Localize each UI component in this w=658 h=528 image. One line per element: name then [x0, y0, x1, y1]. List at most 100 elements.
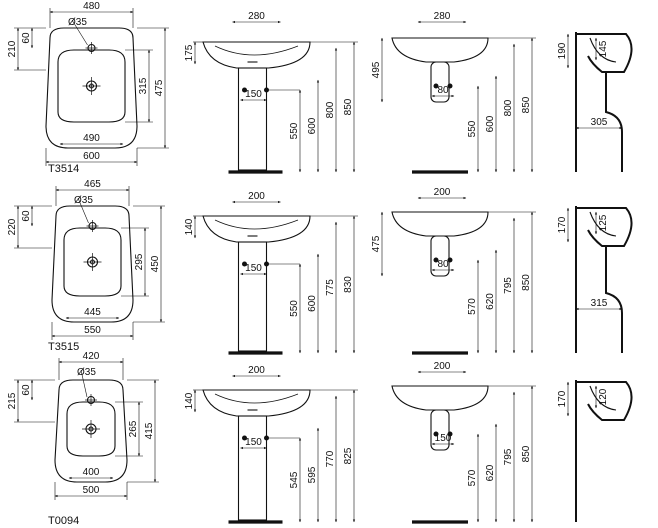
dimension-label: 280 — [248, 11, 265, 22]
basin-outline — [51, 205, 134, 323]
vertical-dimension: 570 — [467, 259, 480, 354]
dimension-label: 795 — [503, 448, 514, 465]
vertical-dimension: 475 — [371, 211, 384, 277]
pedestal-section — [605, 72, 623, 172]
vertical-dimension: 775 — [325, 221, 338, 354]
vertical-dimension: 475 — [137, 27, 169, 149]
leader-line — [80, 369, 88, 398]
dimension-label: 445 — [84, 307, 101, 318]
vertical-dimension: 850 — [343, 41, 356, 173]
dimension-label: 210 — [7, 40, 18, 57]
vertical-dimension: 295 — [121, 227, 149, 297]
dimension-label: 490 — [83, 133, 100, 144]
dimension-label: 200 — [248, 191, 265, 202]
dimension-label: 600 — [307, 295, 318, 312]
vertical-dimension: 795 — [503, 217, 516, 354]
leader-line — [77, 197, 89, 224]
vertical-dimension: 830 — [343, 215, 356, 354]
dimension-label: 265 — [128, 420, 139, 437]
horizontal-dimension: 150 — [240, 89, 267, 102]
dimension-label: 465 — [84, 179, 101, 190]
dimension-label: 415 — [144, 422, 155, 439]
horizontal-dimension: 600 — [45, 148, 138, 166]
vertical-dimension: 120 — [594, 385, 609, 409]
hole-diameter-label: Ø35 — [77, 367, 96, 378]
supply-pipe-left — [433, 83, 439, 89]
vertical-dimension: 850 — [521, 211, 534, 354]
vertical-dimension: 550 — [289, 263, 302, 354]
supply-pipe-left — [433, 431, 439, 437]
horizontal-dimension: 150 — [240, 437, 267, 450]
vertical-dimension: 145 — [594, 37, 609, 61]
vertical-dimension: 140 — [184, 215, 197, 239]
dimension-label: 145 — [598, 40, 609, 57]
bowl-section — [589, 211, 617, 237]
dimension-label: 400 — [83, 467, 100, 478]
vertical-dimension: 600 — [307, 79, 320, 173]
dimension-label: 420 — [83, 351, 100, 362]
horizontal-dimension: 280 — [232, 11, 281, 24]
dimension-label: 140 — [184, 218, 195, 235]
dimension-label: 280 — [434, 11, 451, 22]
supply-pipe-left — [242, 261, 247, 267]
dimension-label: 170 — [557, 216, 568, 233]
horizontal-dimension: 150 — [431, 433, 455, 446]
hole-diameter-label: Ø35 — [74, 195, 93, 206]
dimension-label: 220 — [7, 218, 18, 235]
vertical-dimension: 315 — [125, 49, 153, 123]
dimension-label: 150 — [245, 263, 262, 274]
pedestal-section — [605, 246, 623, 353]
vertical-dimension: 175 — [184, 41, 197, 65]
horizontal-dimension: 280 — [417, 11, 467, 24]
dimension-label: 800 — [503, 99, 514, 116]
horizontal-dimension: 480 — [49, 1, 134, 28]
semi-pedestal — [430, 61, 450, 103]
vertical-dimension: 140 — [184, 389, 197, 413]
dimension-label: 570 — [467, 469, 478, 486]
supply-pipe-right — [447, 431, 453, 437]
horizontal-dimension: 200 — [232, 191, 281, 204]
basin-outline — [45, 27, 138, 149]
pedestal-column — [237, 67, 268, 171]
vertical-dimension: 770 — [325, 395, 338, 523]
basin-section — [576, 207, 633, 247]
horizontal-dimension: 200 — [417, 187, 467, 200]
vertical-dimension: 60 — [21, 205, 34, 227]
dimension-label: 850 — [343, 98, 354, 115]
vertical-dimension: 265 — [115, 401, 143, 457]
basin-profile — [391, 211, 489, 237]
pedestal-elevation: 200 150 140 550 600 775 830 — [184, 191, 358, 355]
pedestal-column — [237, 241, 268, 352]
dimension-label: 150 — [245, 89, 262, 100]
bowl-outline — [57, 49, 126, 123]
vertical-dimension: 850 — [521, 37, 534, 173]
dimension-label: 200 — [434, 187, 451, 198]
bowl-outline — [63, 227, 122, 297]
horizontal-dimension: 80 — [431, 259, 455, 272]
dimension-label: 60 — [21, 384, 32, 396]
supply-pipe-left — [242, 435, 247, 441]
dimension-label: 795 — [503, 277, 514, 294]
dimension-label: 550 — [289, 122, 300, 139]
dimension-label: 600 — [83, 151, 100, 162]
pedestal-column — [237, 415, 268, 521]
dimension-label: 80 — [437, 259, 449, 270]
horizontal-dimension: 465 — [55, 179, 130, 206]
dimension-label: 150 — [435, 433, 452, 444]
bowl-section — [589, 37, 617, 63]
vertical-dimension: 570 — [467, 433, 480, 523]
dimension-label: 480 — [83, 1, 100, 12]
vertical-dimension: 550 — [289, 89, 302, 173]
horizontal-dimension: 305 — [575, 117, 623, 130]
dimension-label: 800 — [325, 101, 336, 118]
supply-pipe-right — [447, 83, 453, 89]
dimension-label: 620 — [485, 293, 496, 310]
dimension-label: 450 — [150, 255, 161, 272]
basin-profile — [202, 389, 311, 417]
bowl-curve — [214, 45, 299, 56]
